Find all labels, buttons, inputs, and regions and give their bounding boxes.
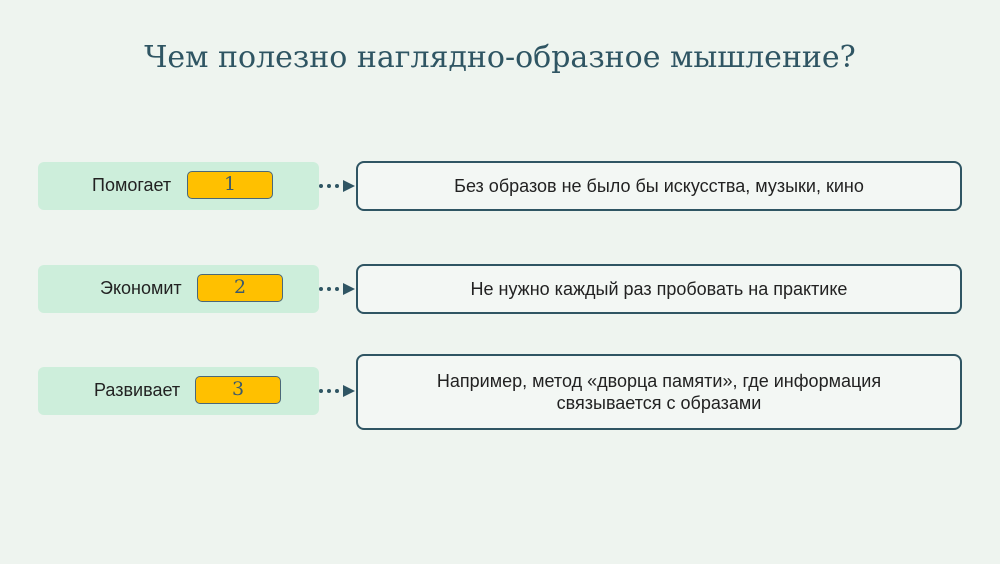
arrow-icon bbox=[319, 180, 355, 192]
row-1-description: Без образов не было бы искусства, музыки… bbox=[356, 161, 962, 211]
row-2-description: Не нужно каждый раз пробовать на практик… bbox=[356, 264, 962, 314]
arrow-icon bbox=[319, 283, 355, 295]
row-1-label-box: Помогает 1 bbox=[38, 162, 319, 210]
answer-slot-1[interactable]: 1 bbox=[187, 171, 273, 199]
row-2-label-box: Экономит 2 bbox=[38, 265, 319, 313]
answer-slot-3[interactable]: 3 bbox=[195, 376, 281, 404]
row-3-label-box: Развивает 3 bbox=[38, 367, 319, 415]
answer-slot-2[interactable]: 2 bbox=[197, 274, 283, 302]
row-label: Экономит bbox=[100, 278, 182, 298]
row-label: Помогает bbox=[92, 175, 172, 195]
page-title: Чем полезно наглядно-образное мышление? bbox=[144, 40, 856, 75]
arrow-icon bbox=[319, 385, 355, 397]
row-3-description: Например, метод «дворца памяти», где инф… bbox=[356, 354, 962, 430]
row-label: Развивает bbox=[94, 380, 181, 400]
